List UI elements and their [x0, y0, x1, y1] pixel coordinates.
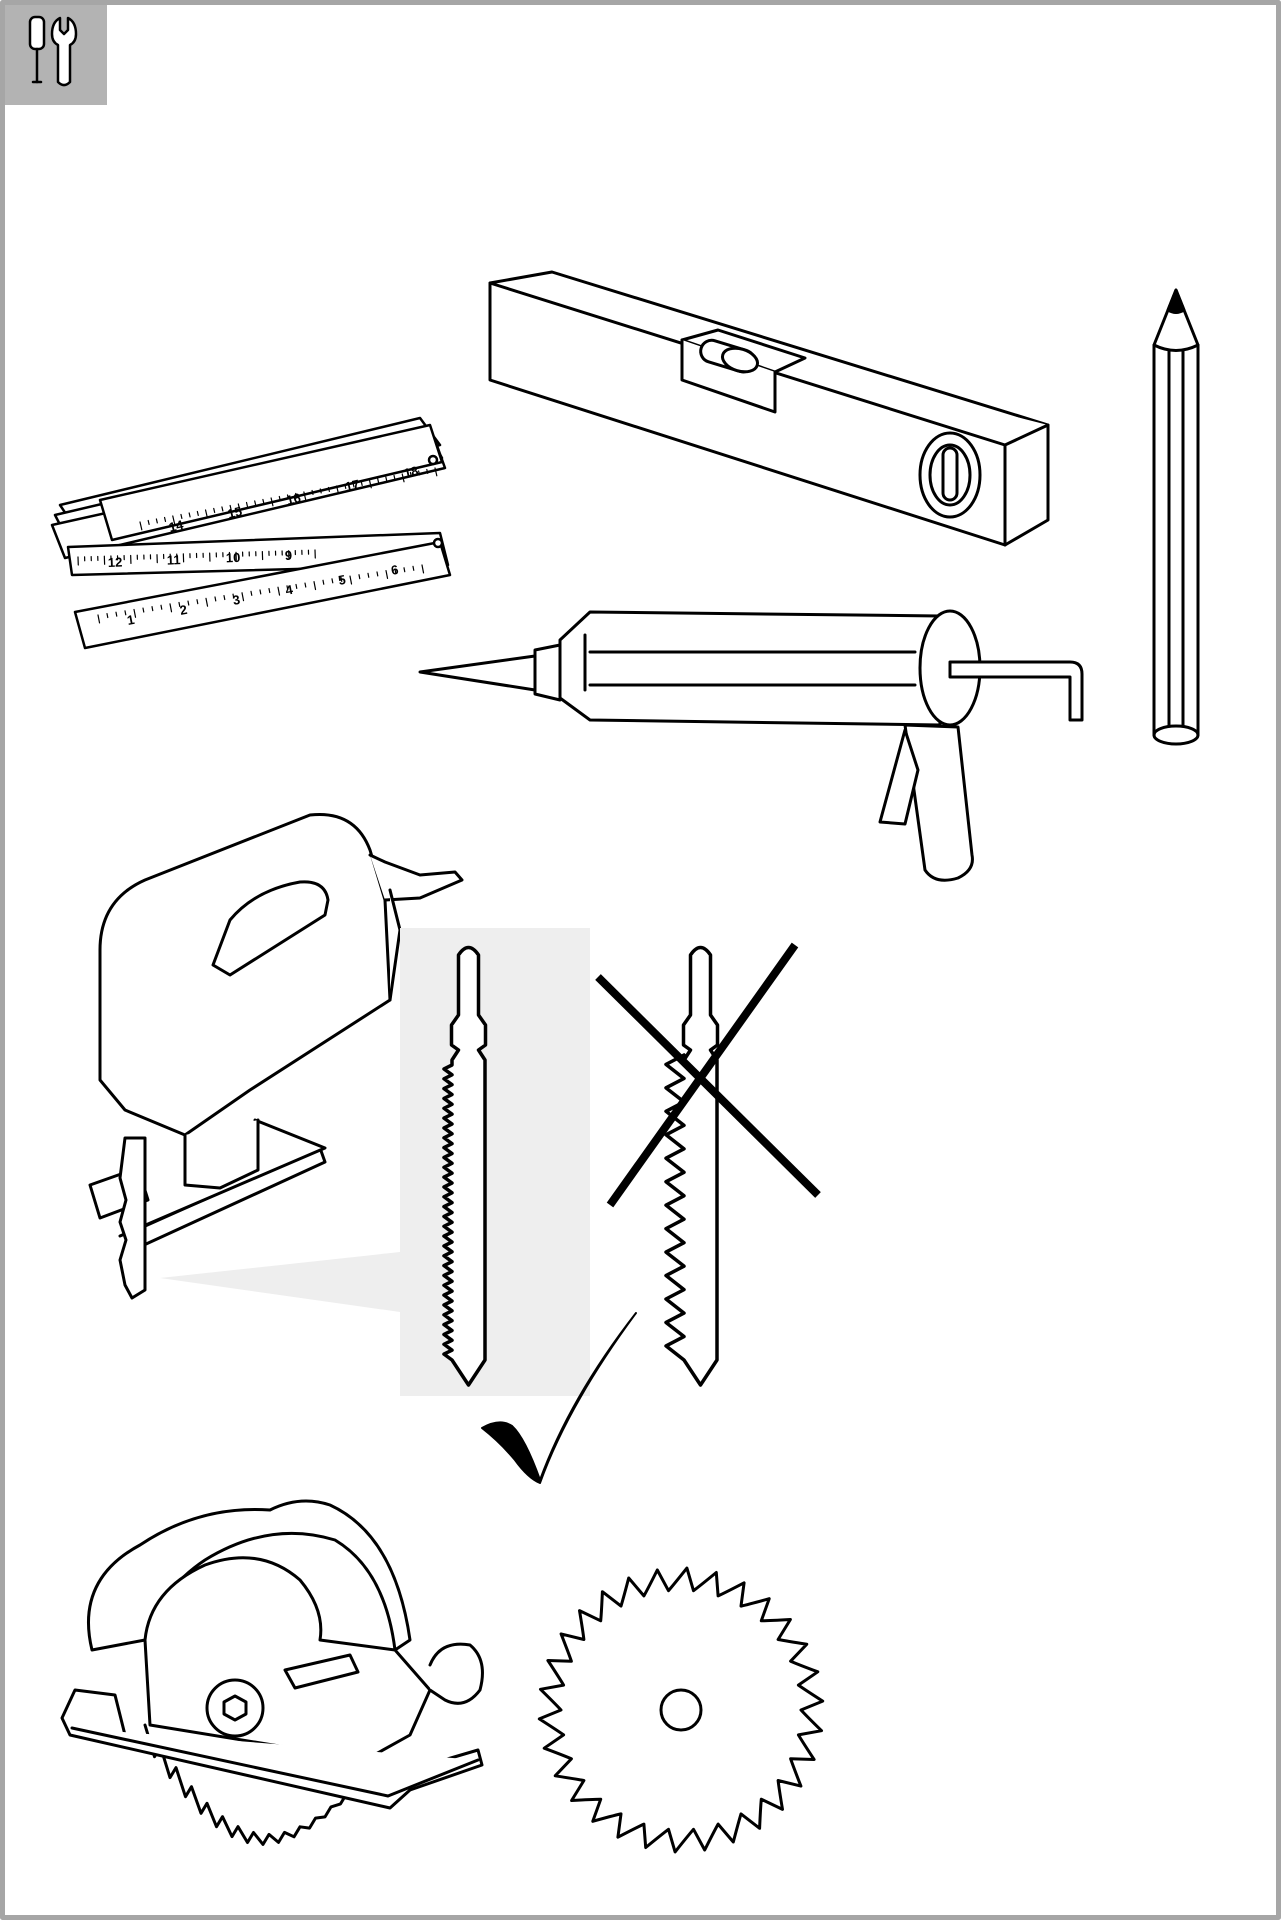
ruler-tick	[143, 608, 144, 612]
ruler-tick	[368, 573, 369, 577]
ruler-tick	[296, 584, 297, 588]
ruler-tick	[107, 614, 108, 618]
ruler-tick	[251, 591, 252, 595]
jigsaw-blade	[120, 1138, 145, 1298]
ruler-tick	[215, 597, 216, 601]
ruler-tick	[413, 566, 414, 570]
ruler-tick	[305, 583, 306, 587]
ruler-tick	[323, 580, 324, 584]
ruler-tick	[377, 572, 378, 576]
ruler-tick	[116, 612, 117, 616]
ruler-tick	[224, 596, 225, 600]
ruler-tick	[404, 568, 405, 572]
ruler-number: 11	[167, 552, 181, 567]
blade-zoom-panel	[400, 928, 590, 1396]
pencil	[1154, 290, 1198, 744]
ruler-number: 9	[285, 548, 293, 563]
ruler-tick	[269, 589, 270, 593]
ruler-number: 12	[108, 555, 123, 570]
ruler-tick	[152, 607, 153, 611]
ruler-tick	[161, 605, 162, 609]
ruler-tick	[188, 601, 189, 605]
ruler-tick	[359, 575, 360, 579]
header-badge	[5, 5, 107, 105]
ruler-number: 10	[226, 550, 241, 565]
ruler-tick	[260, 590, 261, 594]
ruler-tick	[332, 579, 333, 583]
ruler-tick	[197, 600, 198, 604]
